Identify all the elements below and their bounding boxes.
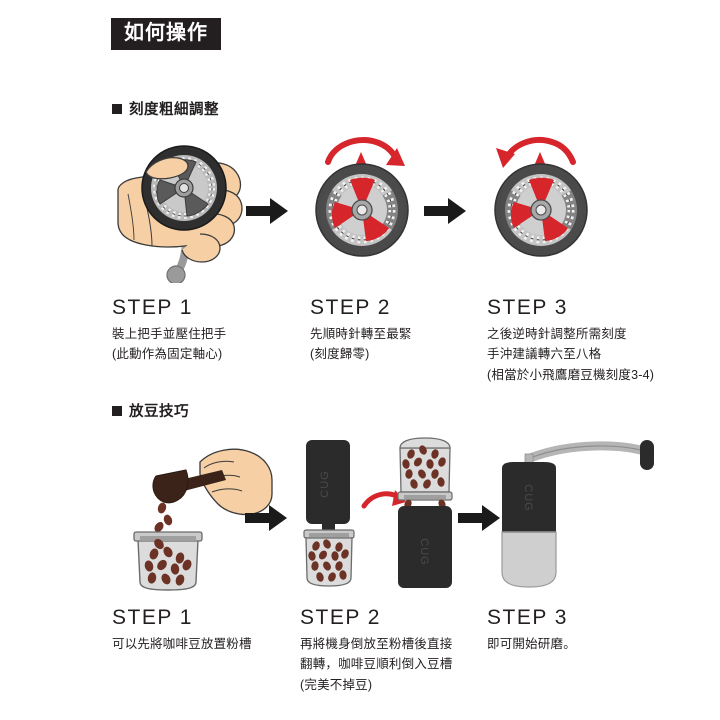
illustration-dial-counterclockwise bbox=[476, 132, 616, 277]
illustration-dial-clockwise bbox=[300, 132, 440, 277]
step-line: 手沖建議轉六至八格 bbox=[487, 347, 602, 362]
svg-text:CUG: CUG bbox=[418, 538, 430, 565]
black-square-icon bbox=[112, 405, 122, 416]
step-block-2-2: STEP 2 再將機身倒放至粉槽後直接 翻轉，咖啡豆順利倒入豆槽 (完美不掉豆) bbox=[300, 606, 452, 695]
step-line: 裝上把手並壓住把手 bbox=[112, 327, 227, 342]
step-title: STEP 1 bbox=[112, 296, 193, 319]
step-block-2-3: STEP 3 即可開始研磨。 bbox=[487, 606, 576, 654]
arrow-right-icon bbox=[458, 505, 500, 536]
step-line: 即可開始研磨。 bbox=[487, 637, 576, 652]
step-line: (刻度歸零) bbox=[310, 347, 370, 362]
arrow-right-icon bbox=[246, 198, 288, 229]
illustration-grinder-flip-onto-jar: CUG bbox=[296, 432, 466, 597]
svg-text:CUG: CUG bbox=[522, 484, 534, 511]
step-block-1-2: STEP 2 先順時針轉至最緊 (刻度歸零) bbox=[310, 296, 412, 365]
step-line: 先順時針轉至最緊 bbox=[310, 327, 412, 342]
step-title: STEP 2 bbox=[300, 606, 381, 629]
step-title: STEP 3 bbox=[487, 296, 568, 319]
section-heading-label: 放豆技巧 bbox=[129, 404, 189, 420]
step-line: 之後逆時針調整所需刻度 bbox=[487, 327, 627, 342]
step-line: 再將機身倒放至粉槽後直接 bbox=[300, 637, 453, 652]
svg-text:CUG: CUG bbox=[319, 470, 331, 497]
step-line: 可以先將咖啡豆放置粉槽 bbox=[112, 637, 252, 652]
section-heading-bean-loading: 放豆技巧 bbox=[112, 400, 189, 421]
step-line: (完美不掉豆) bbox=[300, 677, 373, 692]
section-heading-label: 刻度粗細調整 bbox=[129, 102, 219, 118]
step-block-2-1: STEP 1 可以先將咖啡豆放置粉槽 bbox=[112, 606, 252, 654]
illustration-assembled-grinder: CUG bbox=[486, 432, 661, 597]
illustration-scoop-pour-into-jar bbox=[116, 432, 276, 597]
step-title: STEP 1 bbox=[112, 606, 193, 629]
step-title: STEP 3 bbox=[487, 606, 568, 629]
arrow-right-icon bbox=[424, 198, 466, 229]
step-line: (此動作為固定軸心) bbox=[112, 347, 223, 362]
illustration-hand-holding-grinder-dial bbox=[112, 128, 262, 288]
step-block-1-1: STEP 1 裝上把手並壓住把手 (此動作為固定軸心) bbox=[112, 296, 226, 365]
page-title: 如何操作 bbox=[111, 18, 221, 50]
section-heading-scale-adjust: 刻度粗細調整 bbox=[112, 98, 219, 119]
arrow-right-icon bbox=[245, 505, 287, 536]
step-line: (相當於小飛鷹磨豆機刻度3-4) bbox=[487, 367, 655, 382]
step-block-1-3: STEP 3 之後逆時針調整所需刻度 手沖建議轉六至八格 (相當於小飛鷹磨豆機刻… bbox=[487, 296, 654, 385]
step-line: 翻轉，咖啡豆順利倒入豆槽 bbox=[300, 657, 453, 672]
step-title: STEP 2 bbox=[310, 296, 391, 319]
black-square-icon bbox=[112, 103, 122, 114]
